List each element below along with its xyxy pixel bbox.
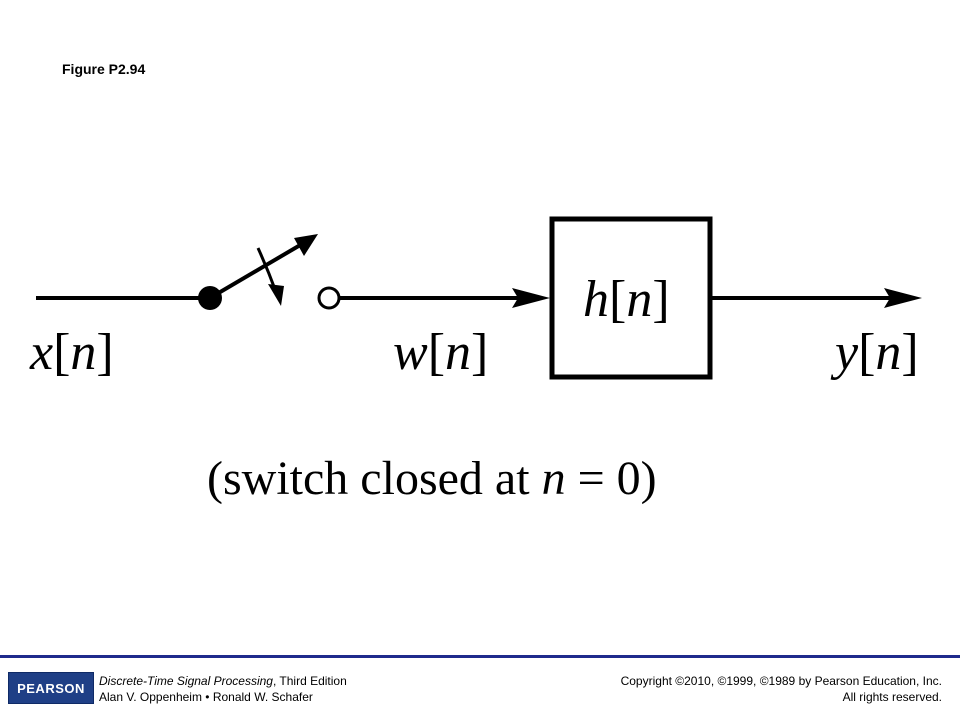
switch-blade-arrowhead xyxy=(294,234,318,256)
w-signal-arrowhead xyxy=(512,288,550,308)
book-title: Discrete-Time Signal Processing xyxy=(99,674,273,688)
pearson-logo: PEARSON xyxy=(8,672,94,704)
switch-contact-circle xyxy=(317,286,341,310)
switch-blade xyxy=(208,242,304,300)
book-citation: Discrete-Time Signal Processing, Third E… xyxy=(99,673,347,705)
system-block xyxy=(549,216,713,380)
book-authors: Alan V. Oppenheim • Ronald W. Schafer xyxy=(99,690,313,704)
copyright-text: Copyright ©2010, ©1999, ©1989 by Pearson… xyxy=(620,674,942,688)
footer-divider xyxy=(0,655,960,658)
block-diagram: x[n] w[n] h[n] y[n] (switch closed at n … xyxy=(29,216,922,505)
intermediate-signal-label: w[n] xyxy=(393,324,488,381)
rights-text: All rights reserved. xyxy=(842,690,942,704)
output-arrowhead xyxy=(884,288,922,308)
copyright-notice: Copyright ©2010, ©1999, ©1989 by Pearson… xyxy=(621,673,942,705)
pearson-logo-text: PEARSON xyxy=(17,680,85,696)
input-signal-label: x[n] xyxy=(29,324,114,381)
switch-caption: (switch closed at n = 0) xyxy=(207,452,657,505)
switch-curve-arrowhead xyxy=(268,284,284,306)
system-label: h[n] xyxy=(583,271,670,328)
book-edition: , Third Edition xyxy=(272,674,347,688)
figure-label: Figure P2.94 xyxy=(62,61,146,77)
output-signal-label: y[n] xyxy=(830,324,919,381)
